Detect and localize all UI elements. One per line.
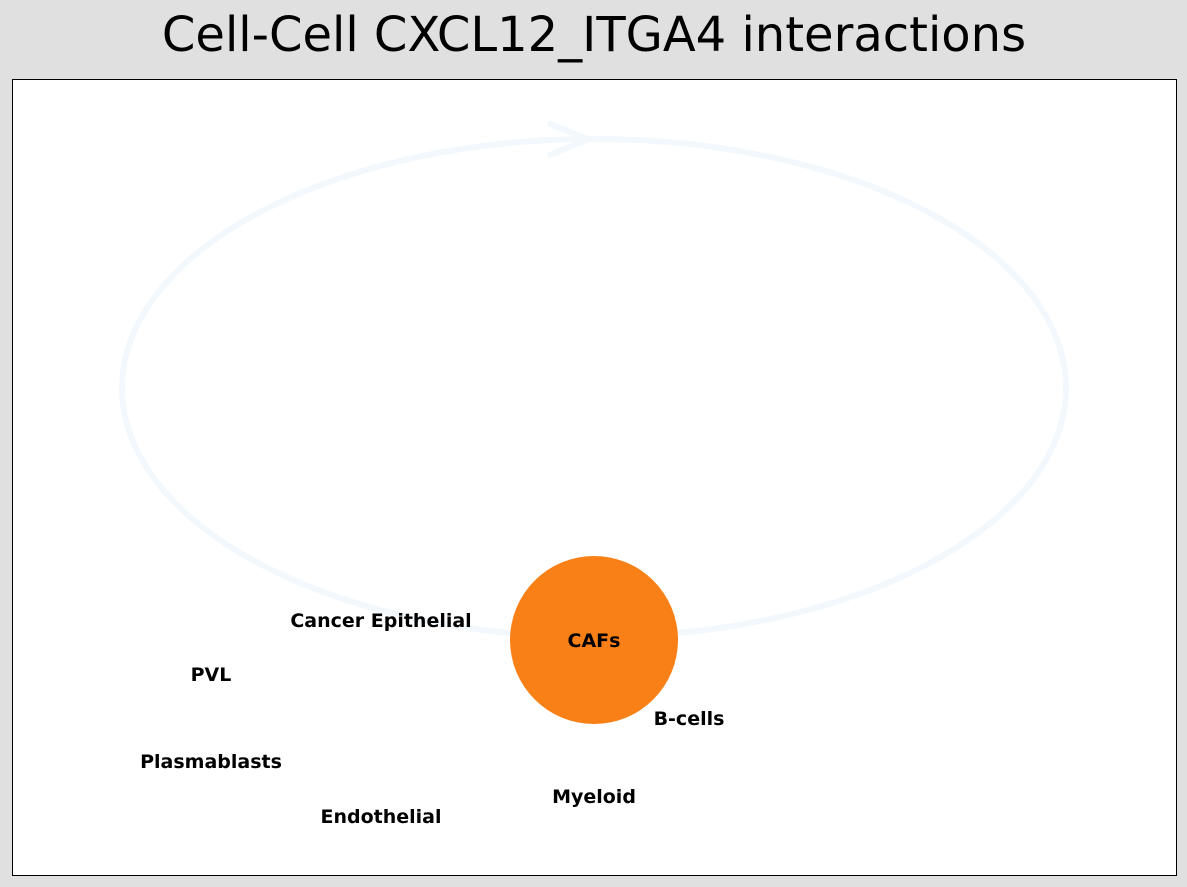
node-label-endothelial: Endothelial [320, 806, 441, 828]
node-label-b-cells: B-cells [654, 708, 725, 730]
label-layer: CAFs Cancer Epithelial PVL Plasmablasts … [140, 610, 724, 828]
node-label-cancer-epithelial: Cancer Epithelial [290, 610, 471, 632]
node-label-pvl: PVL [191, 664, 232, 686]
figure-title: Cell-Cell CXCL12_ITGA4 interactions [162, 7, 1026, 63]
node-label-myeloid: Myeloid [552, 786, 636, 808]
node-cafs[interactable] [510, 556, 678, 724]
node-label-plasmablasts: Plasmablasts [140, 751, 282, 773]
plot-area [12, 79, 1177, 876]
node-label-cafs: CAFs [568, 630, 621, 652]
self-loop-arrowhead [547, 121, 591, 158]
node-layer [510, 556, 678, 724]
